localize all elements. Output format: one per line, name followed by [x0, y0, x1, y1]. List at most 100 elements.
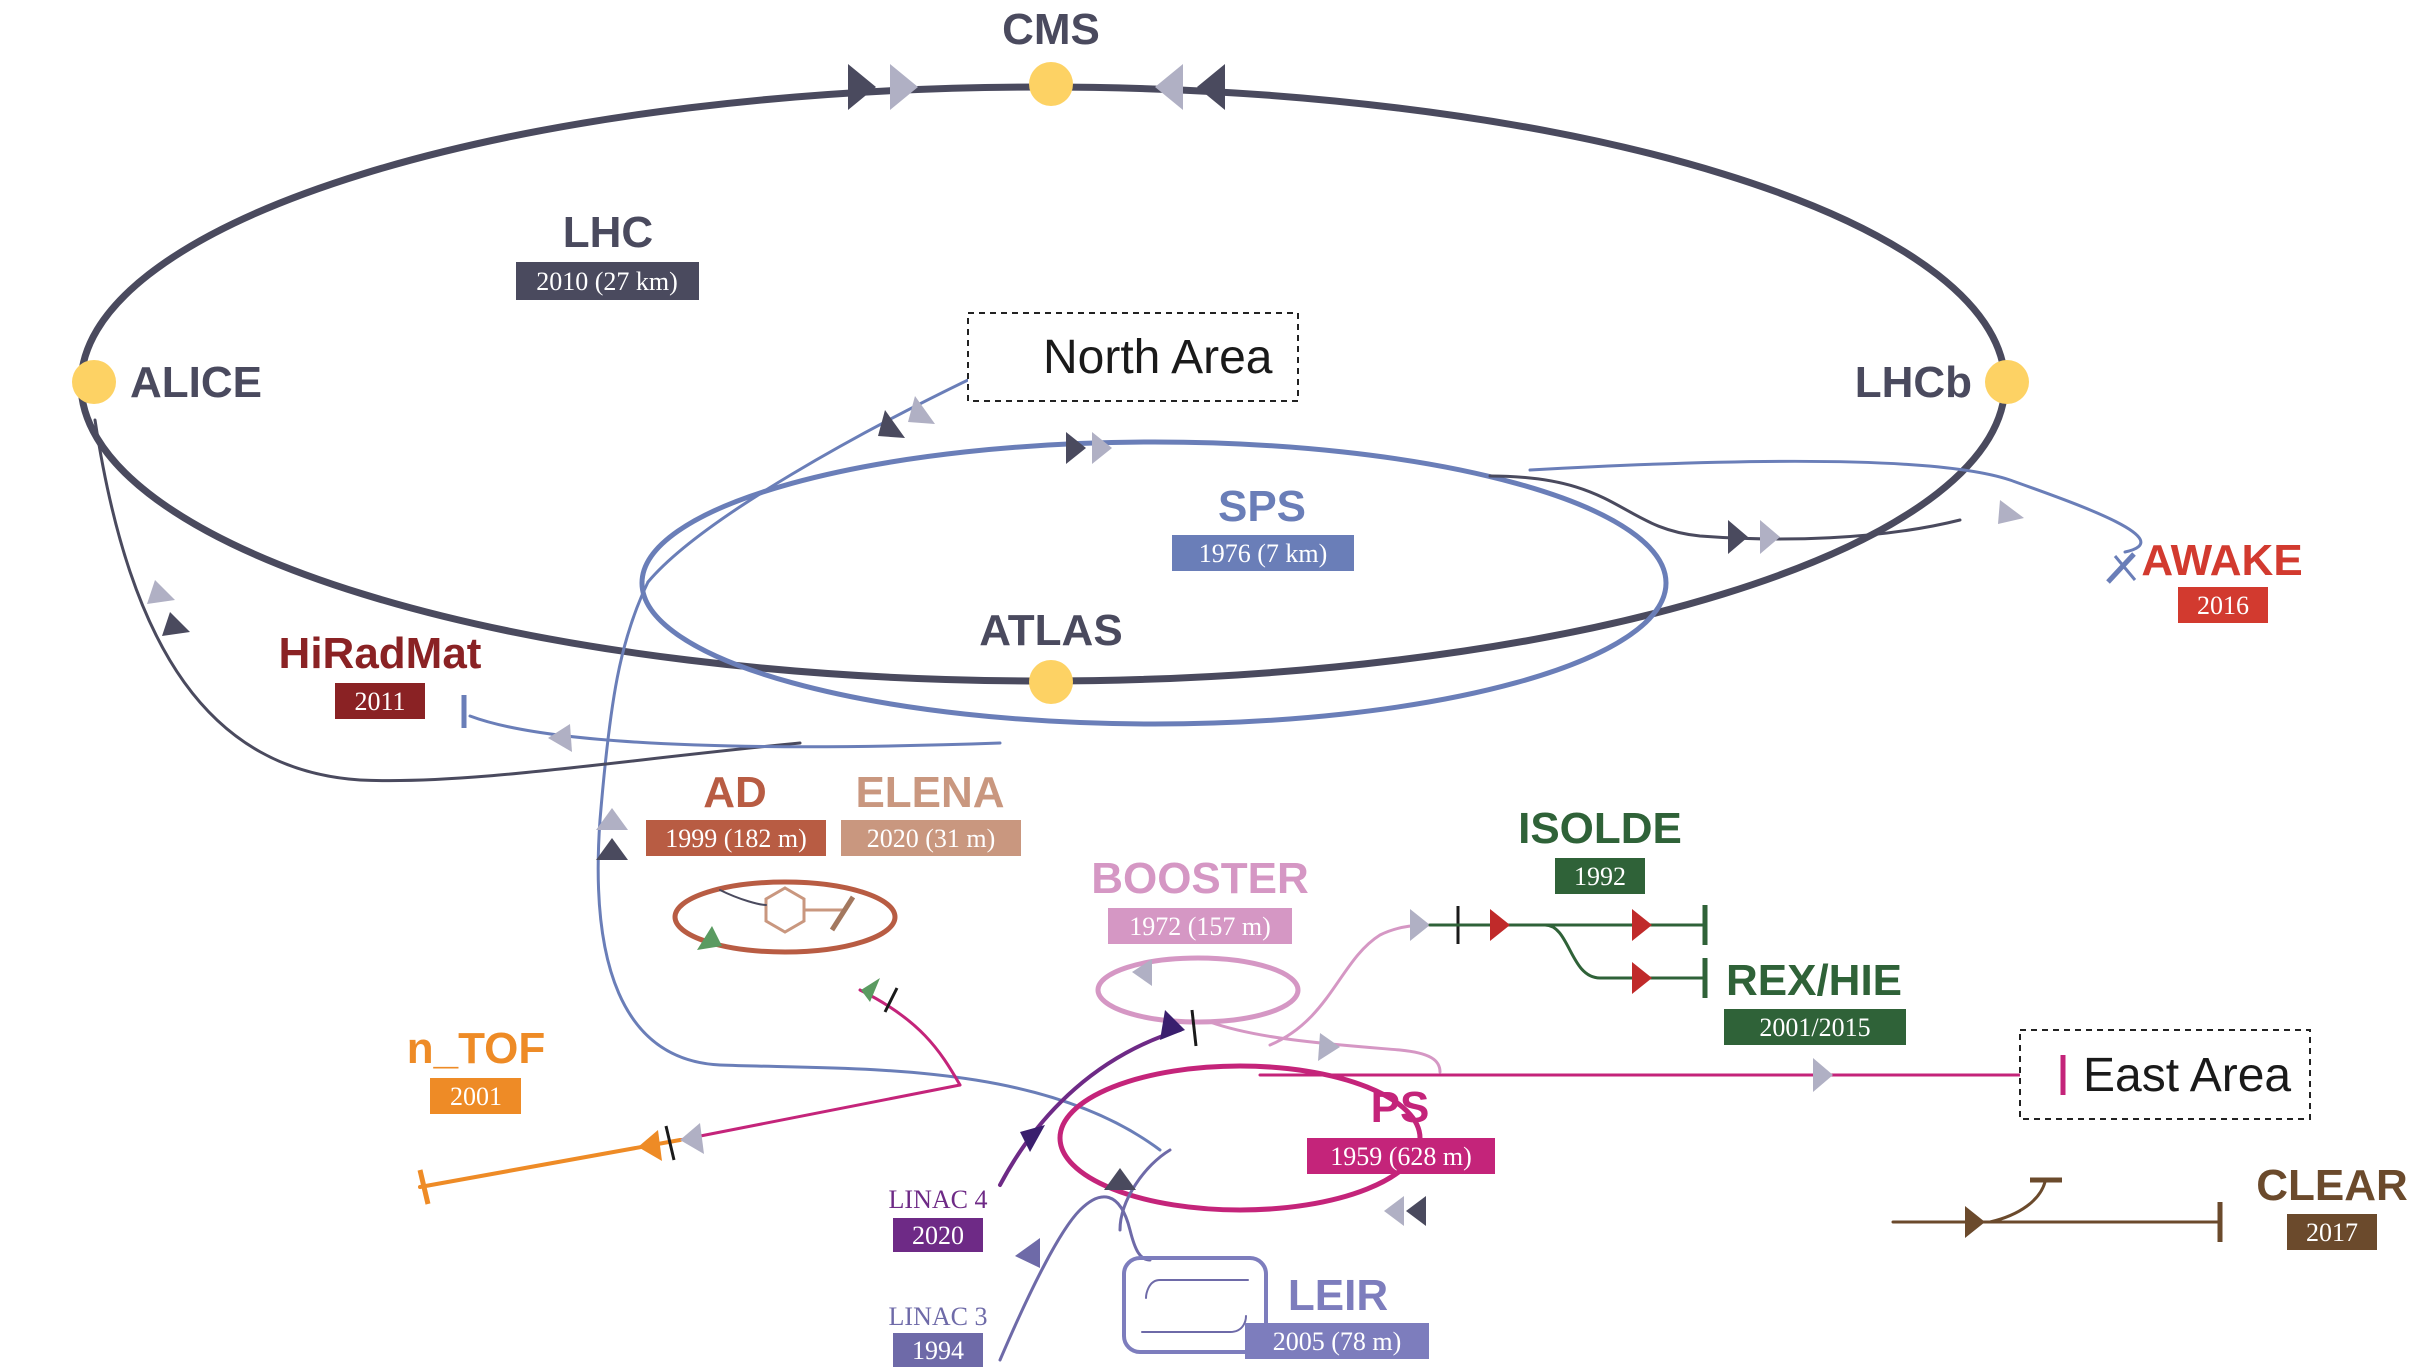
- sps-lhc-transfer-line-left: [93, 418, 802, 783]
- linac3-line: [998, 1195, 1152, 1362]
- linac3-label: LINAC 3: [889, 1302, 988, 1331]
- linac4-beam-arrow: [1020, 1125, 1045, 1152]
- clear-info-box: [2287, 1214, 2377, 1250]
- ntof-beam-arrow: [638, 1130, 662, 1161]
- ntof-label: n_TOF: [407, 1024, 546, 1073]
- ps-ad-line: [858, 988, 962, 1087]
- ps-sps-beam-arrow: [596, 808, 628, 830]
- hiradmat-label: HiRadMat: [279, 629, 482, 678]
- lhc-info-box: [516, 262, 699, 300]
- sps-beam-arrow: [1092, 432, 1112, 464]
- elena-line: [719, 889, 767, 906]
- booster-ps-beam-arrow: [1318, 1033, 1340, 1061]
- isolde-beam-arrow: [1490, 909, 1510, 941]
- ad-line-tick: [883, 987, 899, 1013]
- ntof-info-text: 2001: [450, 1082, 502, 1111]
- leir-internal-path: [1141, 1315, 1247, 1333]
- booster-ps-line: [1208, 1020, 1442, 1074]
- east-area-label: East Area: [2083, 1049, 2291, 1102]
- east-area-box: [2019, 1029, 2311, 1120]
- elena-info-text: 2020 (31 m): [867, 824, 996, 853]
- elena-ring: [764, 886, 806, 934]
- linac4-beam-arrow: [1160, 1010, 1185, 1040]
- lhc-injection-arrow: [162, 612, 190, 636]
- sps-info-box: [1172, 535, 1354, 571]
- rexhie-label: REX/HIE: [1726, 956, 1902, 1005]
- ad-label: AD: [703, 768, 767, 817]
- cms-label: CMS: [1002, 5, 1100, 54]
- clear-branch-line: [1988, 1180, 2047, 1224]
- ps-label: PS: [1371, 1083, 1430, 1132]
- ad-ring: [672, 879, 898, 955]
- leir-ring: [1122, 1256, 1268, 1354]
- lhc-beam-arrow: [1197, 64, 1225, 110]
- awake-info-text: 2016: [2197, 591, 2249, 620]
- north-area-beam-arrow: [878, 410, 905, 438]
- ntof-line-tick: [664, 1125, 676, 1161]
- clear-info-text: 2017: [2306, 1218, 2358, 1247]
- sps-ring: [639, 439, 1669, 727]
- atlas-label: ATLAS: [979, 606, 1122, 655]
- linac3-info-text: 1994: [912, 1336, 964, 1365]
- leir-info-box: [1245, 1323, 1429, 1359]
- hiradmat-line: [468, 714, 1002, 749]
- linac3-info-box: [893, 1333, 983, 1367]
- awake-line: [1528, 459, 2143, 554]
- hiradmat-beam-arrow: [548, 724, 572, 752]
- isolde-beam-arrow: [1410, 909, 1430, 941]
- booster-info-text: 1972 (157 m): [1129, 912, 1271, 941]
- linac4-line-tick: [1190, 1009, 1198, 1047]
- isolde-label: ISOLDE: [1518, 804, 1682, 853]
- north-area-beam-arrow: [908, 396, 935, 424]
- lhc-injection-arrow: [1728, 520, 1748, 554]
- linac4-label: LINAC 4: [889, 1185, 988, 1214]
- lhcb-label: LHCb: [1855, 358, 1972, 407]
- leir-beam-arrow: [1104, 1168, 1136, 1190]
- isolde-beam-arrow: [1632, 909, 1652, 941]
- lhc-info-text: 2010 (27 km): [536, 267, 678, 296]
- ad-info-box: [646, 820, 826, 856]
- ad-injection-arrow: [861, 978, 880, 1002]
- linac4-line: [998, 1028, 1182, 1187]
- ntof-endstop: [417, 1169, 431, 1205]
- ps-info-text: 1959 (628 m): [1330, 1142, 1472, 1171]
- ps-beam-arrow: [1384, 1196, 1404, 1226]
- awake-beam-arrow: [1998, 500, 2024, 524]
- sps-label: SPS: [1218, 482, 1306, 531]
- north-area-box: [967, 312, 1299, 402]
- ps-sps-beam-arrow: [596, 838, 628, 860]
- awake-endstop: [2113, 555, 2137, 581]
- lhc-injection-arrow: [147, 580, 175, 604]
- elena-info-box: [841, 820, 1021, 856]
- leir-internal-path: [1145, 1279, 1249, 1299]
- booster-beam-arrow: [1132, 959, 1152, 986]
- alice-label: ALICE: [130, 358, 262, 407]
- cms-experiment-point: [1029, 62, 1073, 106]
- rexhie-info-box: [1724, 1009, 1906, 1045]
- isolde-info-text: 1992: [1574, 862, 1626, 891]
- rexhie-line: [1543, 923, 1707, 980]
- north-area-label: North Area: [1043, 331, 1273, 384]
- linac3-beam-arrow: [1015, 1238, 1040, 1268]
- rexhie-beam-arrow: [1632, 962, 1652, 994]
- lhc-beam-arrow: [848, 64, 876, 110]
- lhc-beam-arrow: [890, 64, 918, 110]
- ntof-line-ps: [678, 1083, 962, 1142]
- hiradmat-info-box: [335, 683, 425, 719]
- linac4-info-box: [893, 1218, 983, 1252]
- ntof-beam-arrow: [680, 1123, 704, 1154]
- leir-info-text: 2005 (78 m): [1273, 1327, 1402, 1356]
- isolde-info-box: [1555, 858, 1645, 894]
- rexhie-info-text: 2001/2015: [1759, 1013, 1870, 1042]
- clear-beam-arrow: [1965, 1206, 1985, 1238]
- ad-info-text: 1999 (182 m): [665, 824, 807, 853]
- ps-beam-arrow: [1406, 1196, 1426, 1226]
- elena-label: ELENA: [855, 768, 1004, 817]
- sps-lhc-transfer-line-right: [1488, 474, 1962, 541]
- awake-info-box: [2178, 587, 2268, 623]
- booster-info-box: [1108, 908, 1292, 944]
- hiradmat-info-text: 2011: [354, 687, 405, 716]
- lhc-label: LHC: [563, 208, 653, 257]
- ntof-line: [418, 1138, 682, 1189]
